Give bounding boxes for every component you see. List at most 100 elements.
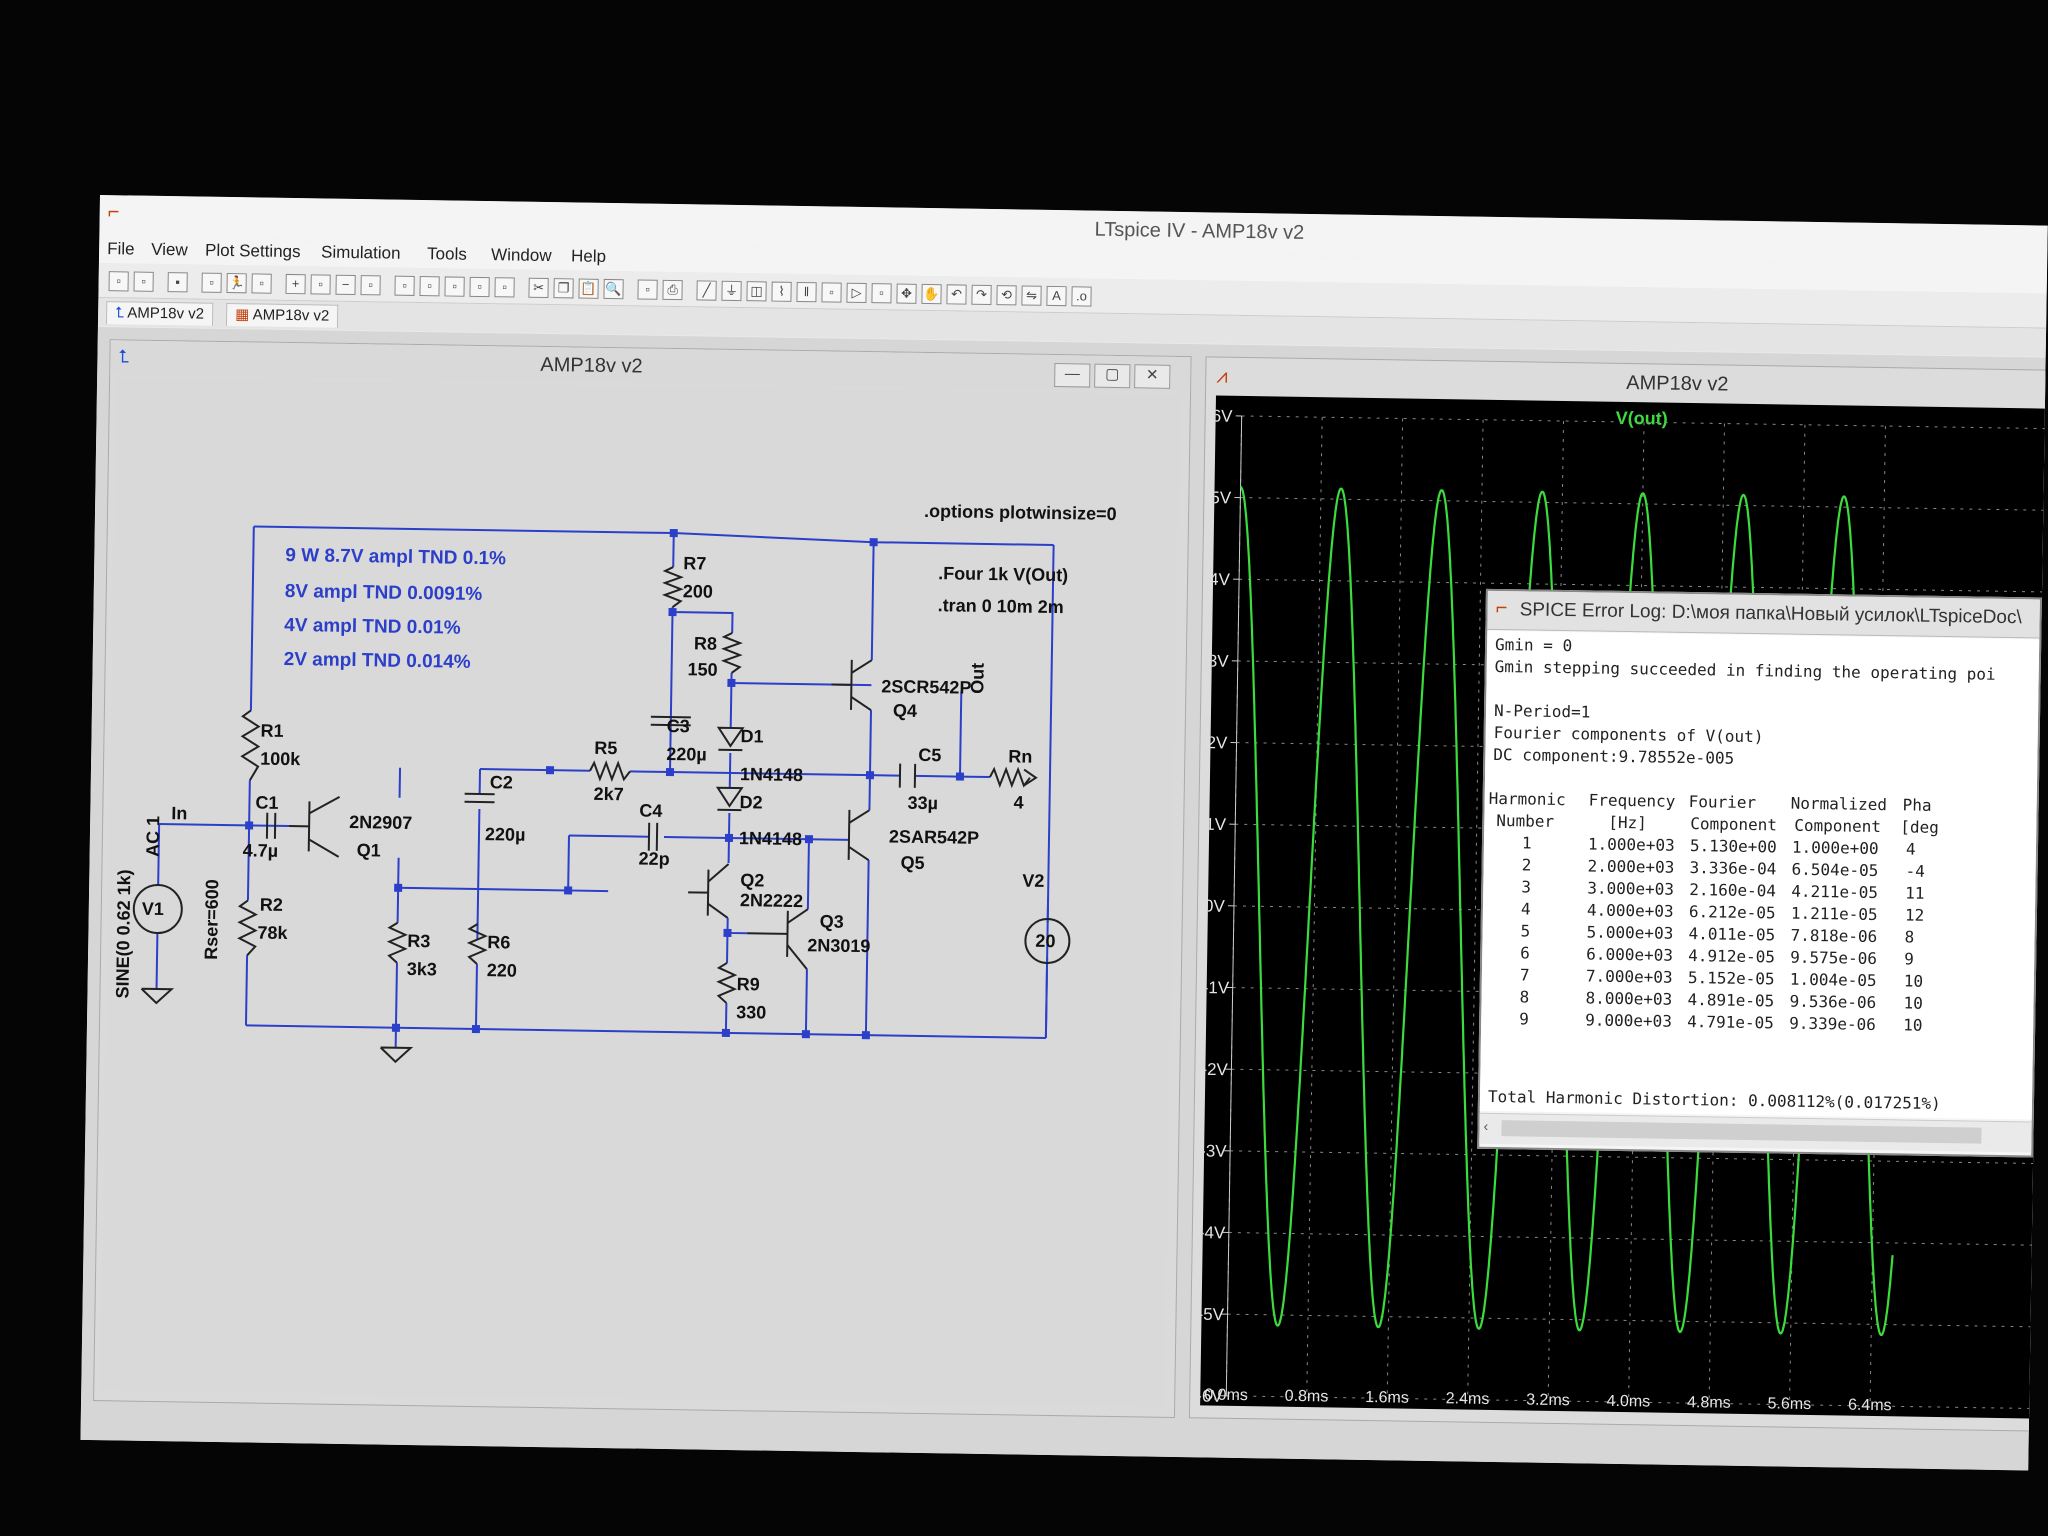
label-q3: Q3	[820, 911, 844, 931]
print-setup-icon[interactable]: ▫	[637, 279, 658, 300]
zoom-out-icon[interactable]: −	[335, 274, 356, 296]
table-cell: 3	[1521, 877, 1532, 897]
source-v1	[132, 883, 183, 934]
log-line: Gmin = 0	[1494, 634, 1573, 656]
q5-base	[847, 809, 851, 860]
ground-2	[379, 1046, 414, 1064]
directive-four[interactable]: .Four 1k V(Out)	[938, 563, 1068, 585]
ground-icon[interactable]: ⏚	[721, 280, 742, 302]
table-cell: 7.818e-06	[1790, 925, 1878, 947]
cut-icon[interactable]: ✂	[528, 277, 549, 299]
save-icon[interactable]: ▪	[167, 272, 188, 293]
menu-file[interactable]: File	[107, 239, 135, 259]
table-cell: 9.575e-06	[1790, 947, 1878, 969]
minimize-button[interactable]: —	[1054, 363, 1091, 388]
x-gridline	[1547, 421, 1565, 1401]
table-cell: 3.336e-04	[1689, 858, 1777, 879]
table-cell: 1.000e+03	[1587, 834, 1675, 855]
run-icon[interactable]: 🏃	[226, 273, 247, 294]
rotate-icon[interactable]: ⟲	[996, 285, 1017, 306]
table-cell: 3.000e+03	[1587, 878, 1675, 899]
cascade-icon[interactable]: ▫	[494, 277, 515, 298]
close-button[interactable]: ✕	[1134, 364, 1171, 389]
tile-vertical-icon[interactable]: ▫	[469, 276, 490, 298]
move-icon[interactable]: ✥	[896, 283, 917, 304]
diode-d1	[716, 726, 745, 748]
inductor-icon[interactable]: ▫	[821, 282, 842, 303]
wire-icon[interactable]: ╱	[696, 280, 717, 301]
horizontal-scrollbar[interactable]: ‹	[1479, 1112, 2032, 1153]
menu-view[interactable]: View	[151, 239, 188, 260]
tile-horizontal-icon[interactable]: ▫	[444, 276, 465, 297]
value-q3: 2N3019	[807, 935, 870, 956]
component-icon[interactable]: ▫	[871, 283, 892, 304]
label-icon[interactable]: ◫	[746, 281, 767, 302]
y-axis	[1225, 415, 1243, 1396]
undo-icon[interactable]: ↶	[946, 284, 967, 305]
directive-tran[interactable]: .tran 0 10m 2m	[938, 595, 1064, 617]
zoom-cancel-icon[interactable]: ▫	[360, 275, 381, 296]
spice-directive-icon[interactable]: .o	[1071, 286, 1092, 307]
copy-icon[interactable]: ❐	[553, 278, 574, 299]
scrollbar-thumb[interactable]	[1501, 1120, 1982, 1144]
ltspice-logo-icon: ⌐	[107, 201, 120, 224]
table-cell: -4	[1905, 861, 1926, 881]
directive-options[interactable]: .options plotwinsize=0	[924, 501, 1117, 524]
maximize-button[interactable]: ▢	[1094, 363, 1131, 389]
paste-icon[interactable]: 📋	[578, 278, 599, 299]
text-icon[interactable]: A	[1046, 285, 1067, 307]
menu-plot-settings[interactable]: Plot Settings	[204, 240, 301, 262]
menu-window[interactable]: Window	[490, 245, 552, 266]
net-label-in[interactable]: In	[171, 803, 187, 823]
value-v2: 20	[1035, 931, 1055, 951]
note-line1: 9 W 8.7V ampl TND 0.1%	[285, 545, 506, 569]
trace-label-vout[interactable]: V(out)	[1616, 408, 1668, 429]
diode-icon[interactable]: ▷	[846, 282, 867, 304]
table-cell: 1.000e+00	[1791, 837, 1879, 859]
tab-waveform[interactable]: ▦ AMP18v v2	[225, 302, 339, 328]
value-d2: 1N4148	[739, 828, 802, 849]
menu-help[interactable]: Help	[570, 246, 607, 266]
control-panel-icon[interactable]: ▫	[201, 272, 222, 293]
value-r8: 150	[687, 659, 717, 679]
v1-sine: SINE(0 0.62 1k)	[112, 869, 134, 998]
schematic-window[interactable]: ⮤ AMP18v v2 — ▢ ✕	[93, 339, 1192, 1419]
drag-icon[interactable]: ✋	[921, 283, 942, 305]
table-cell: 2	[1521, 855, 1532, 875]
spice-error-log-window[interactable]: ⌐ SPICE Error Log: D:\моя папка\Новый ус…	[1477, 588, 2042, 1158]
x-gridline	[1386, 418, 1404, 1399]
value-q1: 2N2907	[349, 812, 412, 833]
label-q4: Q4	[893, 701, 917, 721]
net-label-out[interactable]: Out	[967, 663, 987, 694]
print-icon[interactable]: ⎙	[662, 279, 683, 301]
schematic-canvas[interactable]: 9 W 8.7V ampl TND 0.1% 8V ampl TND 0.009…	[100, 378, 1180, 1407]
zoom-in-icon[interactable]: +	[285, 273, 306, 295]
resistor-r2	[237, 899, 258, 957]
autorange-icon[interactable]: ▫	[394, 275, 415, 296]
table-cell: 4.891e-05	[1687, 990, 1775, 1011]
mirror-icon[interactable]: ⇋	[1021, 285, 1042, 306]
scroll-left-icon[interactable]: ‹	[1483, 1117, 1489, 1134]
zoom-area-icon[interactable]: ▫	[310, 274, 331, 295]
halt-icon[interactable]: ▫	[251, 273, 272, 294]
log-line: DC component:9.78552e-005	[1493, 744, 1735, 768]
table-cell: 7.000e+03	[1585, 966, 1673, 987]
tab-waveform-label: AMP18v v2	[252, 306, 330, 325]
redo-icon[interactable]: ↷	[971, 284, 992, 306]
vert-autorange-icon[interactable]: ▫	[419, 276, 440, 297]
value-c2: 220µ	[485, 824, 526, 845]
new-schematic-icon[interactable]: ▫	[108, 271, 129, 292]
resistor-icon[interactable]: ⌇	[771, 281, 792, 302]
open-icon[interactable]: ▫	[133, 271, 154, 292]
y-tick-label: 4V	[1209, 570, 1231, 589]
error-log-text[interactable]: Gmin = 0 Gmin stepping succeeded in find…	[1479, 630, 2040, 1120]
tab-schematic[interactable]: ⮤ AMP18v v2	[105, 301, 214, 326]
find-icon[interactable]: 🔍	[603, 278, 624, 300]
menu-simulation[interactable]: Simulation	[320, 242, 401, 263]
table-cell: 6.504e-05	[1791, 859, 1879, 881]
capacitor-icon[interactable]: ‖	[796, 281, 817, 303]
menu-tools[interactable]: Tools	[426, 244, 467, 264]
table-header: Pha	[1902, 795, 1932, 815]
